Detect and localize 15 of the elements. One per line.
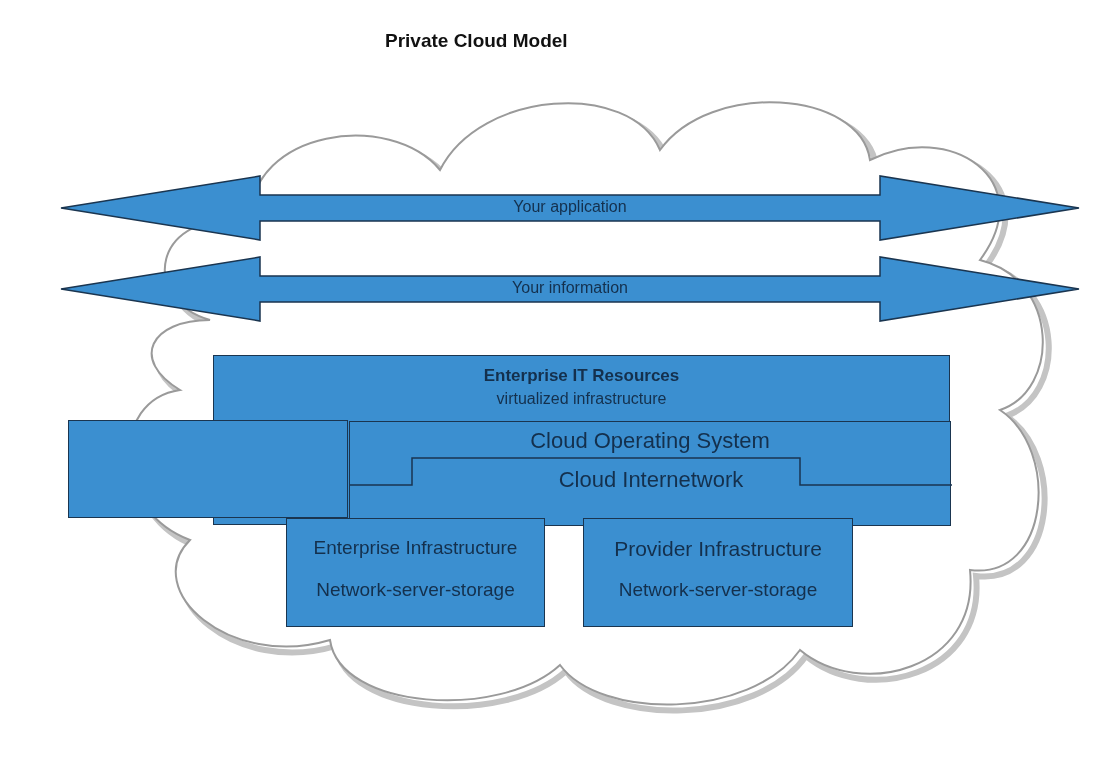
box-heading: Cloud Internetwork	[557, 467, 745, 493]
box-heading: Provider Infrastructure	[613, 537, 823, 561]
layer-box	[286, 518, 545, 627]
layer-box	[349, 421, 951, 526]
arrow-label: Your information	[511, 279, 629, 297]
box-heading: Enterprise Infrastructure	[312, 537, 519, 559]
box-heading: Cloud Operating System	[529, 428, 771, 454]
empty-box	[68, 420, 348, 518]
diagram-title: Private Cloud Model	[385, 30, 568, 52]
box-subtext: Network-server-storage	[315, 579, 516, 601]
box-subtext: Network-server-storage	[617, 579, 819, 601]
box-heading: Enterprise IT Resources	[482, 366, 681, 386]
arrow-label: Your application	[512, 198, 628, 216]
layer-box	[583, 518, 853, 627]
box-subtext: virtualized infrastructure	[495, 390, 668, 408]
